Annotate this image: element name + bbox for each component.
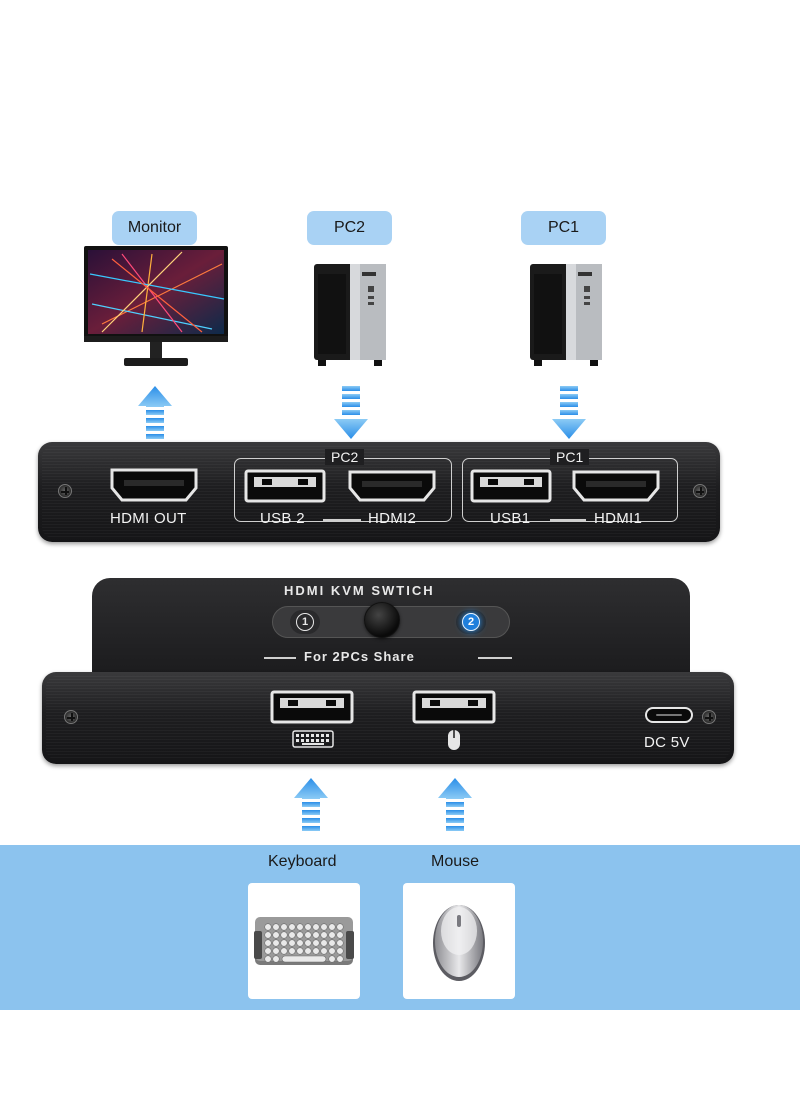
monitor-icon (84, 246, 228, 366)
share-line-left (264, 657, 296, 659)
pc2-tower-icon (314, 264, 386, 366)
mouse-icon (433, 905, 485, 981)
kvm-front-panel: DC 5V (42, 672, 734, 764)
keyboard-card (248, 883, 360, 999)
peripherals-band (0, 845, 800, 1010)
share-line-right (478, 657, 512, 659)
mouse-label: Mouse (431, 853, 480, 870)
pc1-tower-icon (530, 264, 602, 366)
screw-icon (693, 484, 707, 498)
screw-icon (58, 484, 72, 498)
usb1-port-icon (470, 469, 552, 503)
usb-c-power-port-icon (645, 707, 693, 723)
divider (323, 519, 361, 521)
monitor-label: Monitor (112, 211, 197, 245)
arrow-down-pc1-icon (552, 386, 586, 439)
hdmi-out-port-icon (110, 468, 198, 502)
power-label: DC 5V (644, 734, 690, 751)
screw-icon (64, 710, 78, 724)
arrow-up-mouse-icon (438, 778, 472, 831)
usb2-label: USB 2 (260, 510, 305, 527)
usb2-port-icon (244, 469, 326, 503)
keyboard-icon (254, 917, 354, 965)
pc1-label-text: PC1 (547, 219, 580, 236)
share-text: For 2PCs Share (304, 649, 415, 664)
keyboard-usb-port-icon (270, 690, 354, 724)
pc2-group-title: PC2 (325, 449, 365, 465)
mouse-symbol-icon (448, 730, 460, 750)
pc2-label: PC2 (307, 211, 392, 245)
switch-button[interactable] (364, 602, 400, 638)
screw-icon (702, 710, 716, 724)
hdmi2-label: HDMI2 (368, 510, 417, 527)
kvm-title: HDMI KVM SWTICH (284, 583, 435, 598)
pc-button-2[interactable]: 2 (456, 610, 486, 634)
divider (550, 519, 586, 521)
rear-panel: HDMI OUT PC2 USB 2 HDMI2 PC1 USB1 HDMI1 (38, 442, 720, 542)
pc-button-1[interactable]: 1 (290, 610, 320, 634)
hdmi1-port-icon (572, 470, 660, 502)
pc-button-2-label: 2 (462, 613, 480, 631)
usb1-label: USB1 (490, 510, 531, 527)
pc2-label-text: PC2 (333, 219, 366, 236)
keyboard-label: Keyboard (268, 853, 337, 870)
pc-button-1-label: 1 (296, 613, 314, 631)
mouse-card (403, 883, 515, 999)
mouse-usb-port-icon (412, 690, 496, 724)
hdmi1-label: HDMI1 (594, 510, 643, 527)
arrow-up-keyboard-icon (294, 778, 328, 831)
arrow-down-pc2-icon (334, 386, 368, 439)
monitor-label-text: Monitor (127, 219, 182, 236)
keyboard-symbol-icon (292, 730, 334, 748)
hdmi2-port-icon (348, 470, 436, 502)
hdmi-out-label: HDMI OUT (110, 510, 187, 527)
pc1-label: PC1 (521, 211, 606, 245)
pc1-group-title: PC1 (550, 449, 590, 465)
arrow-up-monitor-icon (138, 386, 172, 439)
